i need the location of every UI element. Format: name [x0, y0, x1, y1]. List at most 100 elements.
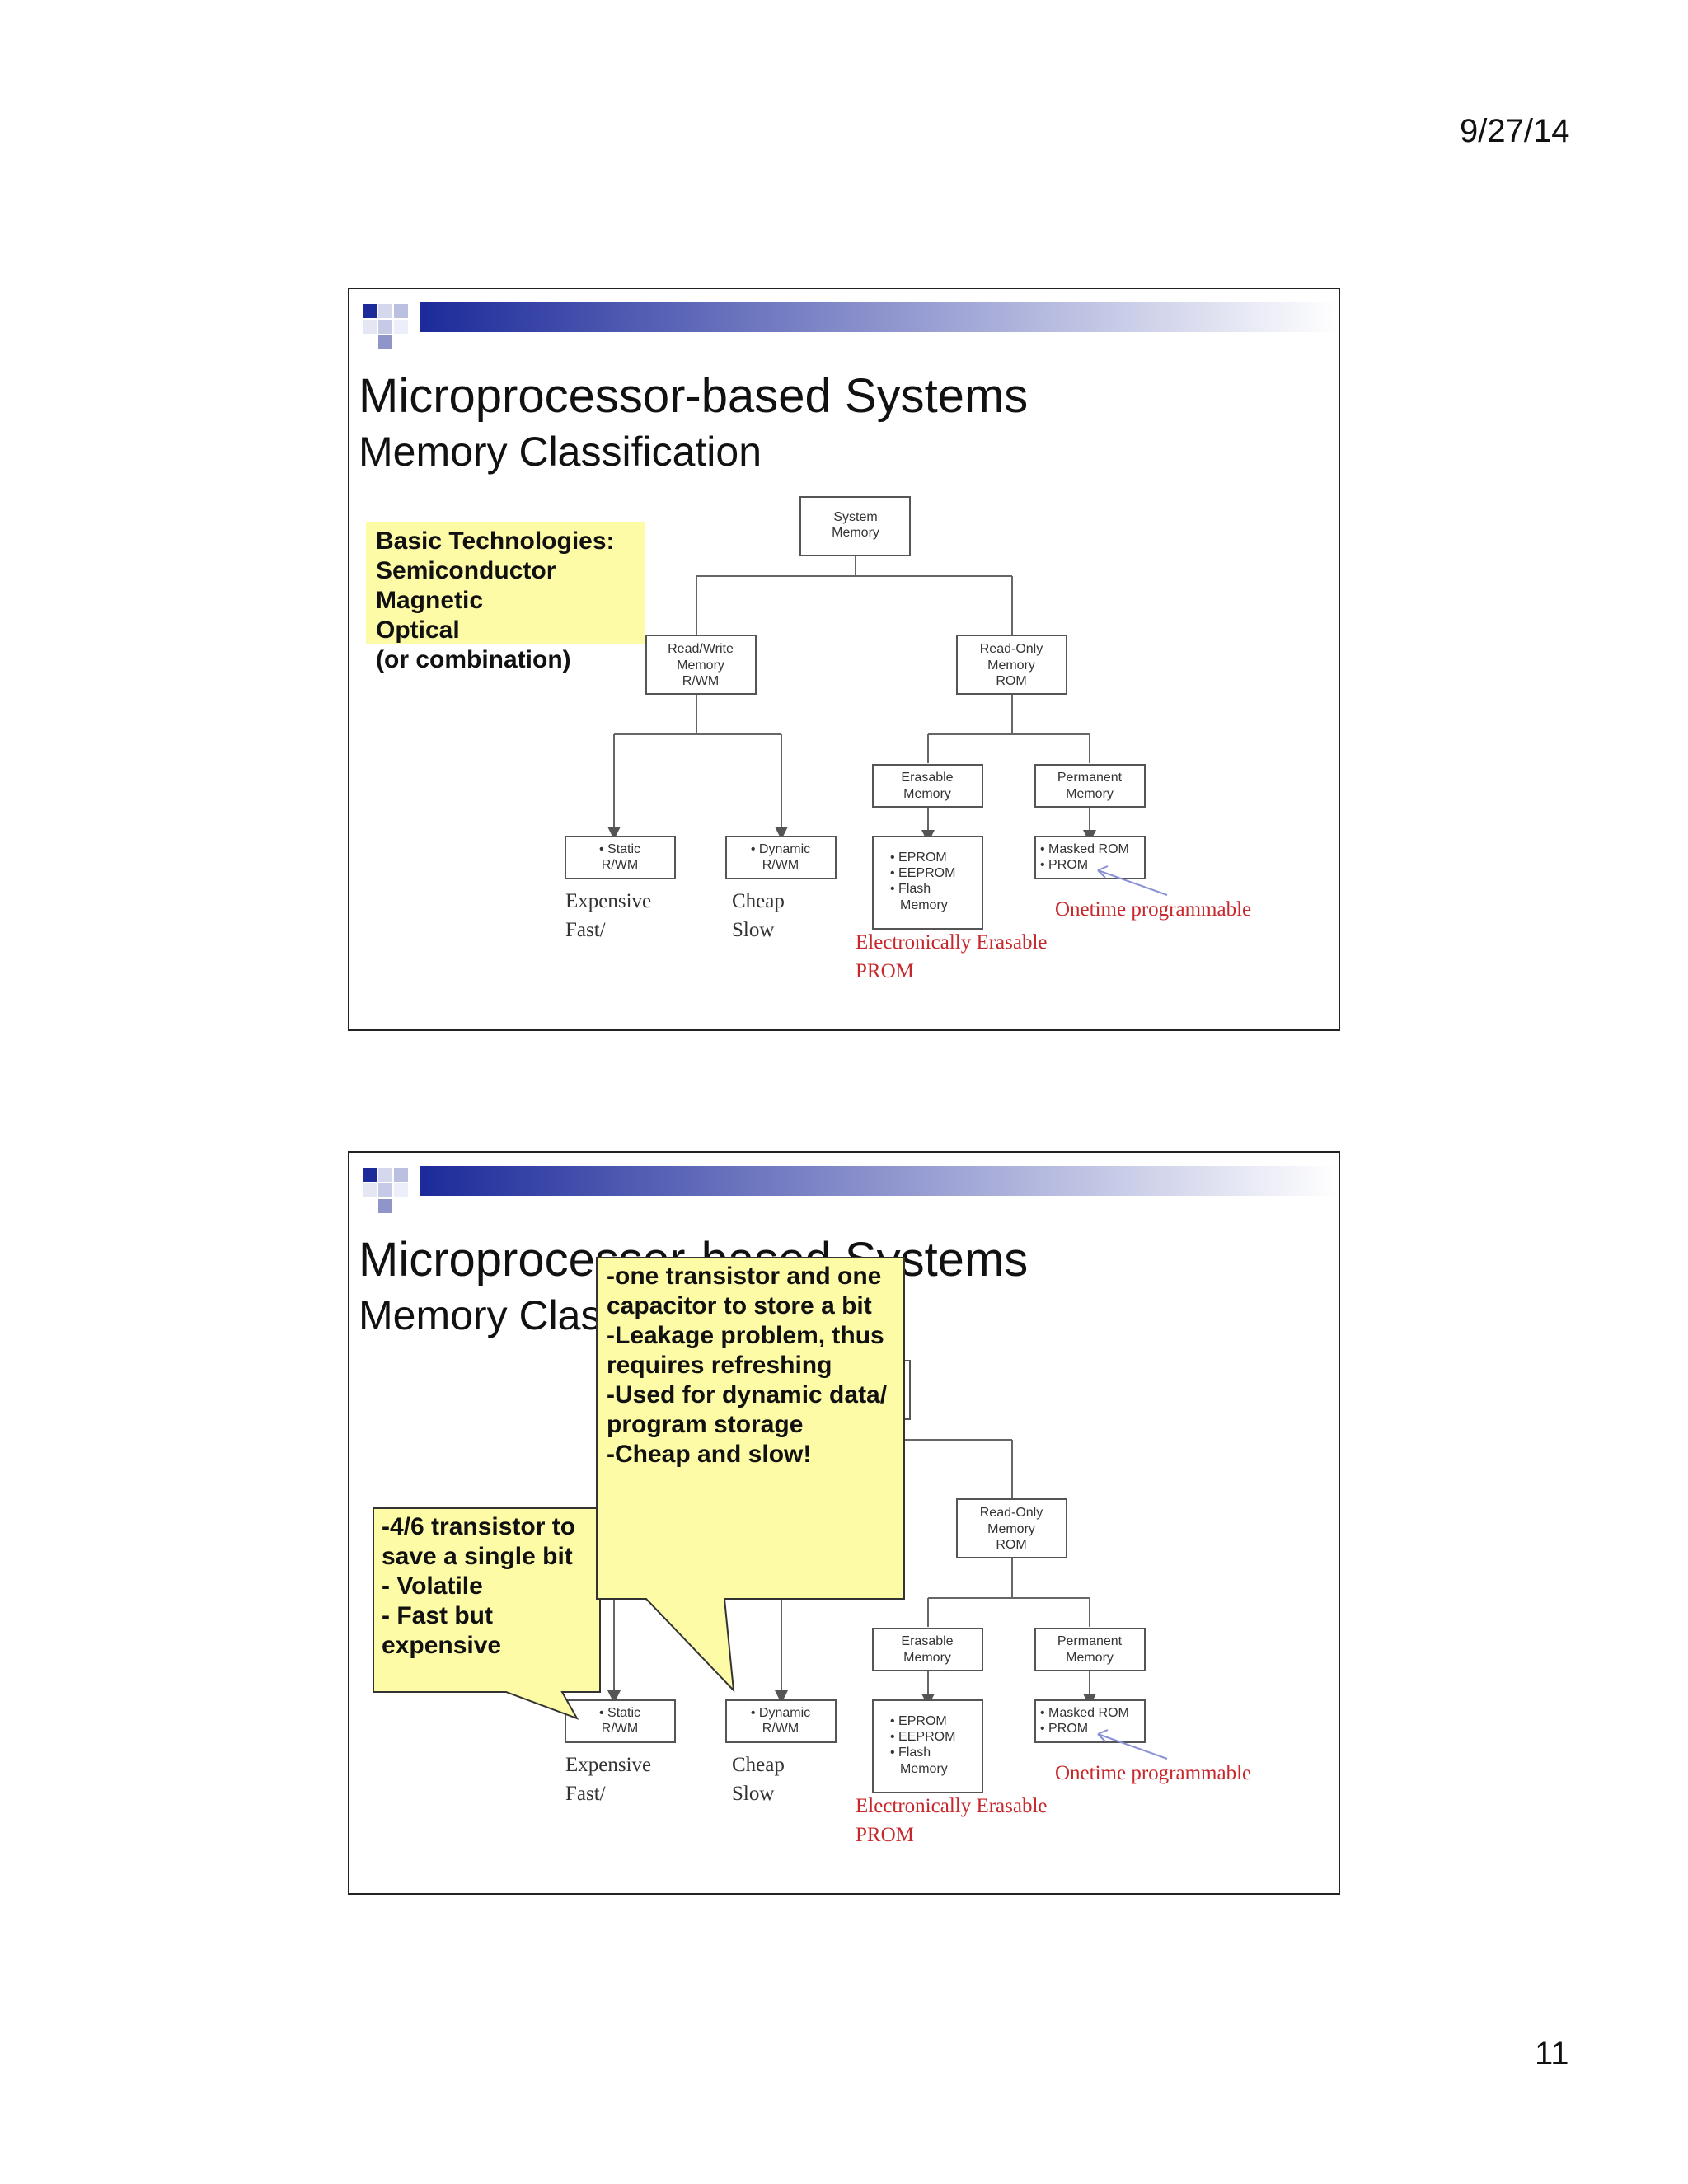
static-note: Fast/ [565, 1783, 606, 1805]
box-line: • Flash [890, 1746, 931, 1760]
dynamic-ram-callout: -one transistor and one capacitor to sto… [607, 1262, 903, 1469]
box-line: Memory [1066, 1651, 1114, 1665]
tech-line: Magnetic [376, 587, 484, 614]
box-line: R/WM [602, 858, 638, 872]
box-line: Memory [903, 787, 951, 801]
static-ram-callout: -4/6 transistor to save a single bit - V… [382, 1512, 596, 1661]
box-line: • EPROM [890, 1714, 947, 1728]
callout-line: -Leakage problem, thus [607, 1322, 884, 1349]
callout-shapes [373, 1257, 905, 1720]
tech-line: Optical [376, 616, 460, 644]
box-line: • Dynamic [751, 842, 810, 856]
box-line: Erasable [901, 1634, 953, 1648]
box-line: Memory [987, 658, 1035, 673]
box-line: • Dynamic [751, 1706, 810, 1720]
box-line: • EEPROM [890, 866, 955, 880]
box-line: • Masked ROM [1040, 1706, 1129, 1720]
callout-line: program storage [607, 1411, 804, 1438]
callout-line: capacitor to store a bit [607, 1292, 872, 1319]
callout-line: -one transistor and one [607, 1263, 882, 1290]
static-rwm-box [565, 836, 676, 879]
tech-line: (or combination) [376, 646, 571, 673]
slide-header-decoration [363, 1166, 1339, 1213]
eeprom-note: PROM [856, 960, 914, 982]
box-line: R/WM [762, 1722, 799, 1736]
static-note: Expensive [565, 890, 651, 912]
slide-title: Microprocessor-based Systems [359, 369, 1029, 423]
eeprom-note: Electronically Erasable [856, 931, 1048, 954]
callout-line: -Cheap and slow! [607, 1441, 812, 1468]
page-date: 9/27/14 [1460, 113, 1570, 149]
box-line: • Masked ROM [1040, 842, 1129, 856]
read-only-memory-box [956, 635, 1067, 695]
masked-rom-box [1034, 1699, 1146, 1743]
static-note: Fast/ [565, 919, 606, 941]
box-line: ROM [996, 674, 1026, 688]
callout-line: - Fast but [382, 1602, 493, 1629]
box-line: Memory [1066, 787, 1114, 801]
box-line: R/WM [762, 858, 799, 872]
box-line: Memory [832, 526, 879, 540]
callout-line: -Used for dynamic data/ [607, 1381, 888, 1408]
eprom-box [872, 836, 983, 930]
masked-rom-box [1034, 836, 1146, 879]
box-line: Memory [903, 1651, 951, 1665]
dynamic-rwm-box [725, 836, 837, 879]
dynamic-callout-shape [596, 1257, 905, 1693]
box-line: System [833, 510, 877, 524]
slide-header-decoration [363, 302, 1339, 349]
prom-note: Onetime programmable [1055, 898, 1251, 921]
tech-line: Basic Technologies: [376, 527, 615, 555]
box-line: Memory [900, 1762, 948, 1776]
box-line: • Static [599, 842, 640, 856]
technologies-box: Basic Technologies: Semiconductor Magnet… [366, 522, 645, 673]
box-line: Memory [900, 898, 948, 912]
box-line: • PROM [1040, 858, 1088, 872]
prom-arrow [1097, 865, 1168, 896]
erasable-memory-box [872, 764, 983, 808]
callout-line: - Volatile [382, 1572, 483, 1600]
callout-line: requires refreshing [607, 1352, 832, 1379]
eprom-box [872, 1699, 983, 1793]
box-line: Memory [987, 1522, 1035, 1536]
permanent-memory-box [1034, 1628, 1146, 1671]
prom-note: Onetime programmable [1055, 1762, 1251, 1784]
dynamic-rwm-box [725, 1699, 837, 1743]
callout-line: save a single bit [382, 1543, 573, 1570]
system-memory-box [799, 496, 911, 556]
dynamic-note: Cheap [732, 1754, 785, 1776]
box-line: • EPROM [890, 851, 947, 865]
dynamic-note: Cheap [732, 890, 785, 912]
permanent-memory-box [1034, 764, 1146, 808]
box-line: ROM [996, 1538, 1026, 1552]
box-line: Read/Write [668, 642, 734, 656]
box-line: • Flash [890, 882, 931, 896]
box-line: Read-Only [980, 642, 1043, 656]
box-line: Erasable [901, 771, 953, 785]
box-line: • PROM [1040, 1722, 1088, 1736]
eeprom-note: Electronically Erasable [856, 1795, 1048, 1817]
box-line: • EEPROM [890, 1730, 955, 1744]
slide-2: Microprocessor-based Systems Memory Clas… [348, 1151, 1340, 1895]
eeprom-note: PROM [856, 1824, 914, 1846]
callout-line: -4/6 transistor to [382, 1513, 576, 1540]
slide-1: Microprocessor-based Systems Memory Clas… [348, 288, 1340, 1031]
box-line: Permanent [1057, 771, 1123, 785]
callout-line: expensive [382, 1632, 502, 1659]
read-only-memory-box [956, 1498, 1067, 1558]
static-rwm-box [565, 1699, 676, 1743]
dynamic-note: Slow [732, 1783, 774, 1805]
erasable-memory-box [872, 1628, 983, 1671]
static-note: Expensive [565, 1754, 651, 1776]
memory-classification-diagram: System Memory Read/Write Memory R/WM Rea… [565, 496, 1251, 982]
box-line: R/WM [602, 1722, 638, 1736]
slide-subtitle: Memory Classification [359, 429, 762, 475]
box-line: Read-Only [980, 1506, 1043, 1520]
read-write-memory-box [645, 635, 757, 695]
prom-arrow [1097, 1729, 1168, 1760]
box-line: R/WM [682, 674, 719, 688]
box-line: Memory [677, 658, 724, 673]
dynamic-note: Slow [732, 919, 774, 941]
page-number: 11 [1535, 2036, 1569, 2072]
box-line: Permanent [1057, 1634, 1123, 1648]
